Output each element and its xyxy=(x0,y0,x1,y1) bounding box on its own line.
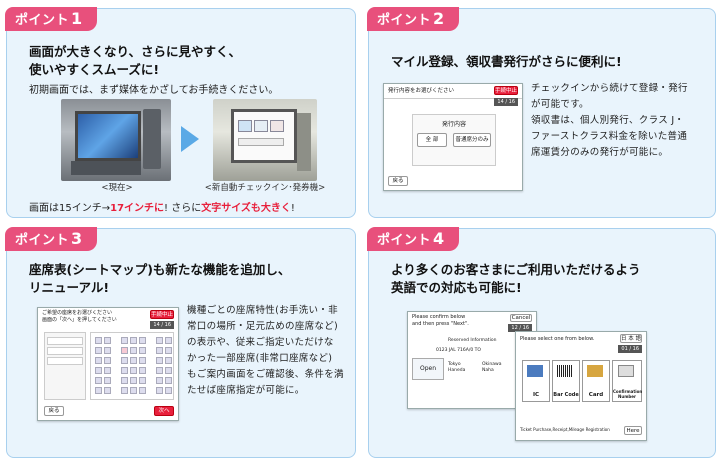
receipt-back-button[interactable]: 戻る xyxy=(388,176,408,186)
receipt-screen-mock: 発行内容をお選びください 手続中止 14 / 16 発行内容 全 部 普通席分の… xyxy=(383,83,523,191)
point-1-bottom-text: 画面は15インチ→17インチに! さらに文字サイズも大きく! xyxy=(29,203,295,214)
point-3-headline: 座席表(シートマップ)も新たな機能を追加し、 リニューアル! xyxy=(29,262,291,295)
english-here-button[interactable]: Here xyxy=(624,426,642,435)
current-kiosk-photo xyxy=(61,99,171,181)
point-3-body: 機種ごとの座席特性(お手洗い・非 常口の場所・足元広めの座席など) の表示や、従… xyxy=(187,305,344,396)
barcode-icon xyxy=(557,365,573,377)
receipt-page-indicator: 14 / 16 xyxy=(494,98,518,106)
receipt-panel: 発行内容 全 部 普通席分のみ xyxy=(412,114,496,166)
english-reserved-info: Reserved Information xyxy=(448,338,497,343)
option-card[interactable]: Card xyxy=(582,360,610,402)
caption-new: <新自動チェックイン･発券機> xyxy=(204,183,326,193)
seatmap-page-indicator: 14 / 16 xyxy=(150,321,174,329)
english-confirm-page: 12 / 16 xyxy=(508,324,532,332)
english-select-footer: Ticket Purchase,Receipt,Mileage Registra… xyxy=(520,427,610,432)
seatmap-title: ご希望の座席をお選びください 画面の「次へ」を押してください xyxy=(42,310,117,323)
english-from: Tokyo Haneda xyxy=(448,362,466,373)
english-confirm-title: Please confirm below and then press "Nex… xyxy=(412,314,469,327)
seatmap-back-button[interactable]: 戻る xyxy=(44,406,64,416)
arrow-right-icon xyxy=(181,126,199,152)
english-select-screen-mock: Please select one from below. 日 本 語 01 /… xyxy=(515,331,647,441)
option-ic[interactable]: IC xyxy=(522,360,550,402)
point-1-headline: 画面が大きくなり、さらに見やすく、 使いやすくスムーズに! xyxy=(29,44,242,77)
point-1-subtitle: 初期画面では、まず媒体をかざしてお手続きください。 xyxy=(29,85,279,96)
point-2-body: チェックインから続けて登録・発行 が可能です。 領収書は、個人別発行、クラス J… xyxy=(531,83,688,158)
english-select-title: Please select one from below. xyxy=(520,336,595,342)
option-confirmation-number[interactable]: Confirmation Number xyxy=(612,360,642,402)
seatmap-passenger-list xyxy=(44,332,86,400)
seatmap-screen-mock: ご希望の座席をお選びください 画面の「次へ」を押してください 手続中止 14 /… xyxy=(37,307,179,421)
caption-current: <現在> xyxy=(101,183,133,193)
ic-card-icon xyxy=(527,365,543,377)
seatmap-grid[interactable] xyxy=(90,332,174,400)
receipt-close-button[interactable]: 手続中止 xyxy=(494,86,518,95)
new-kiosk-screen xyxy=(231,109,297,163)
seatmap-close-button[interactable]: 手続中止 xyxy=(150,310,174,319)
current-kiosk-screen xyxy=(75,111,141,161)
english-select-page: 01 / 16 xyxy=(618,345,642,353)
point-2-headline: マイル登録、領収書発行がさらに便利に! xyxy=(391,54,622,69)
receipt-all-button[interactable]: 全 部 xyxy=(417,133,447,147)
new-kiosk-photo xyxy=(213,99,317,181)
receipt-panel-title: 発行内容 xyxy=(441,121,466,128)
japanese-language-button[interactable]: 日 本 語 xyxy=(620,334,642,343)
keypad-icon xyxy=(618,365,634,377)
english-open-cell: Open xyxy=(412,358,444,380)
receipt-screen-title: 発行内容をお選びください xyxy=(384,84,522,99)
english-cancel-button[interactable]: Cancel xyxy=(510,314,532,322)
credit-card-icon xyxy=(587,365,603,377)
seatmap-next-button[interactable]: 次へ xyxy=(154,406,174,416)
receipt-normal-only-button[interactable]: 普通席分のみ xyxy=(453,133,491,147)
option-bar-code[interactable]: Bar Code xyxy=(552,360,580,402)
english-to: Okinawa Naha xyxy=(482,362,502,373)
point-4-headline: より多くのお客さまにご利用いただけるよう 英語での対応も可能に! xyxy=(391,262,641,295)
english-flight-info: 0123 JAL 716A/0 TO xyxy=(436,348,481,353)
